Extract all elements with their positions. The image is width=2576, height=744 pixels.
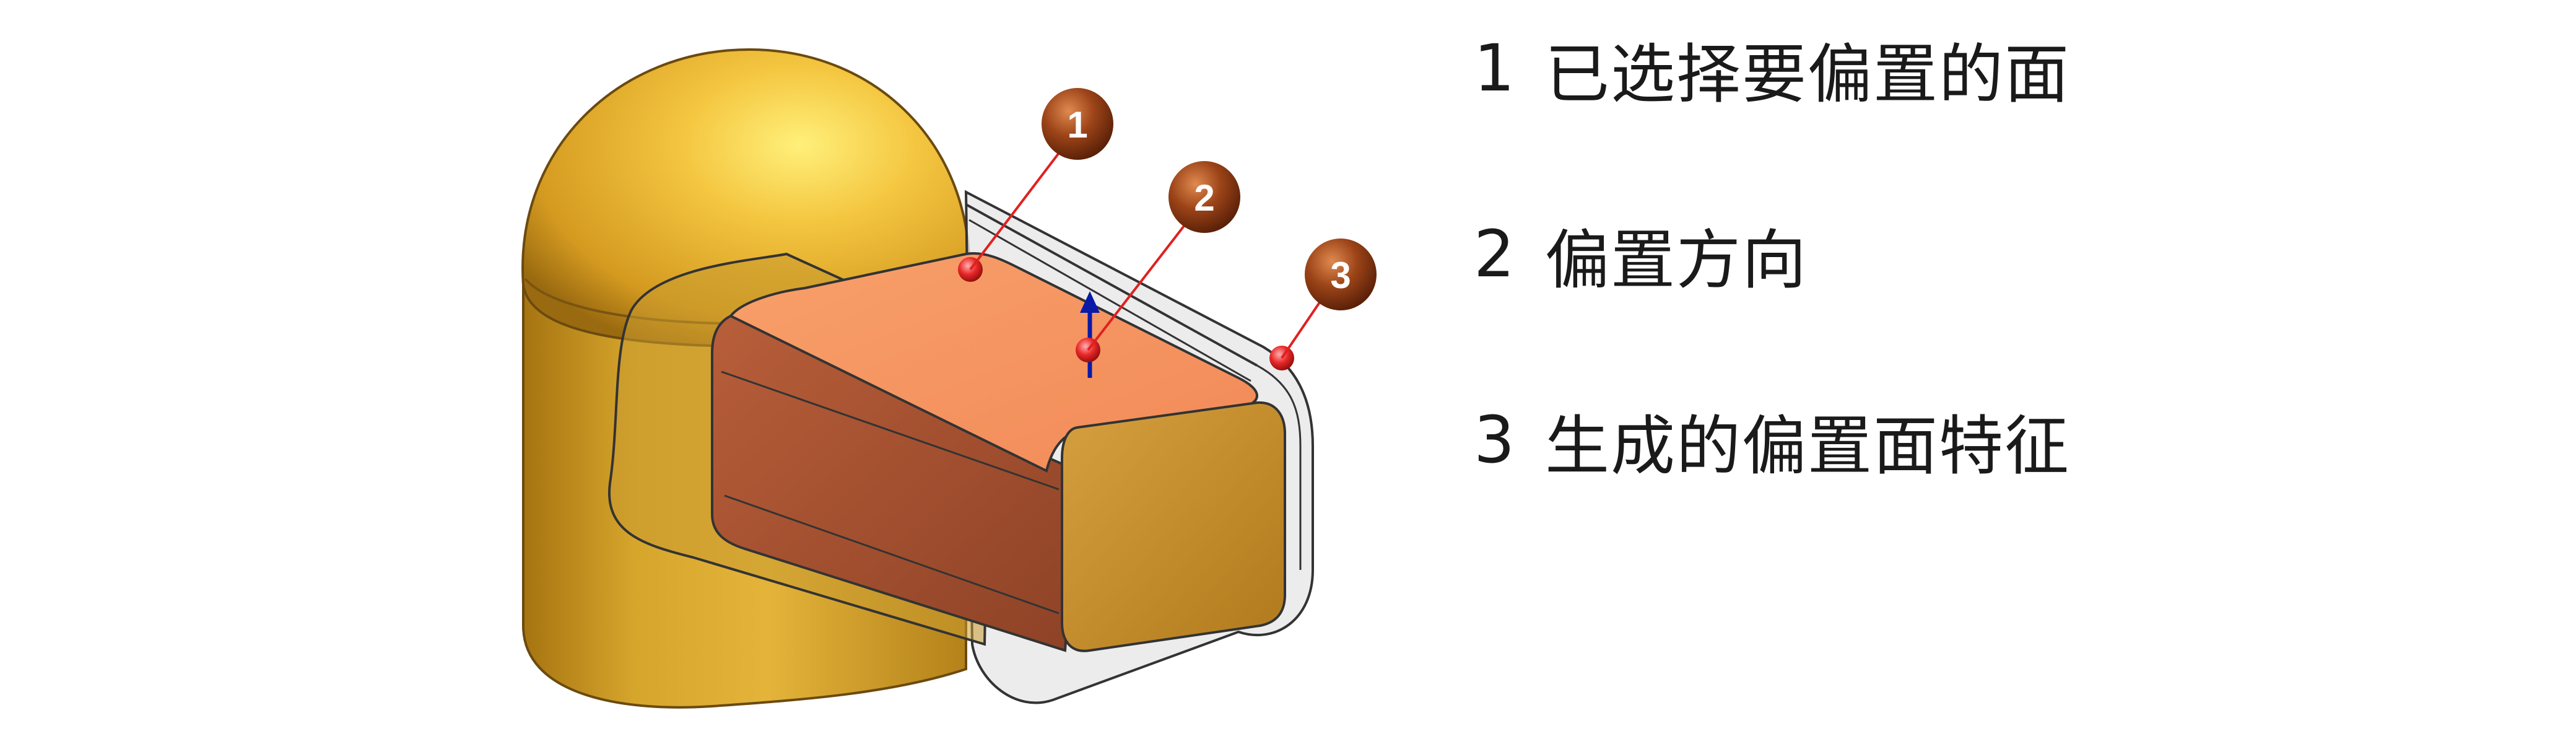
callout-1-number: 1	[1067, 104, 1087, 146]
callout-1: 1	[1042, 88, 1113, 160]
callout-3-number: 3	[1330, 255, 1351, 296]
leader-lines	[969, 139, 1326, 359]
legend-item-3-text: 生成的偏置面特征	[1545, 408, 2071, 484]
legend-item-1: 1 已选择要偏置的面	[1474, 25, 2070, 112]
legend-item-1-text: 已选择要偏置的面	[1545, 36, 2071, 112]
callout-3: 3	[1305, 239, 1377, 310]
callout-2: 2	[1168, 161, 1240, 233]
boss-extrusion	[711, 252, 1286, 652]
legend-item-2-number: 2	[1474, 216, 1516, 292]
legend-item-2-text: 偏置方向	[1545, 222, 1808, 298]
legend-item-2: 2 偏置方向	[1474, 211, 1808, 298]
legend-item-3: 3 生成的偏置面特征	[1474, 396, 2070, 484]
legend-item-1-number: 1	[1474, 30, 1516, 106]
callout-2-number: 2	[1194, 177, 1214, 219]
legend-item-3-number: 3	[1474, 402, 1516, 478]
